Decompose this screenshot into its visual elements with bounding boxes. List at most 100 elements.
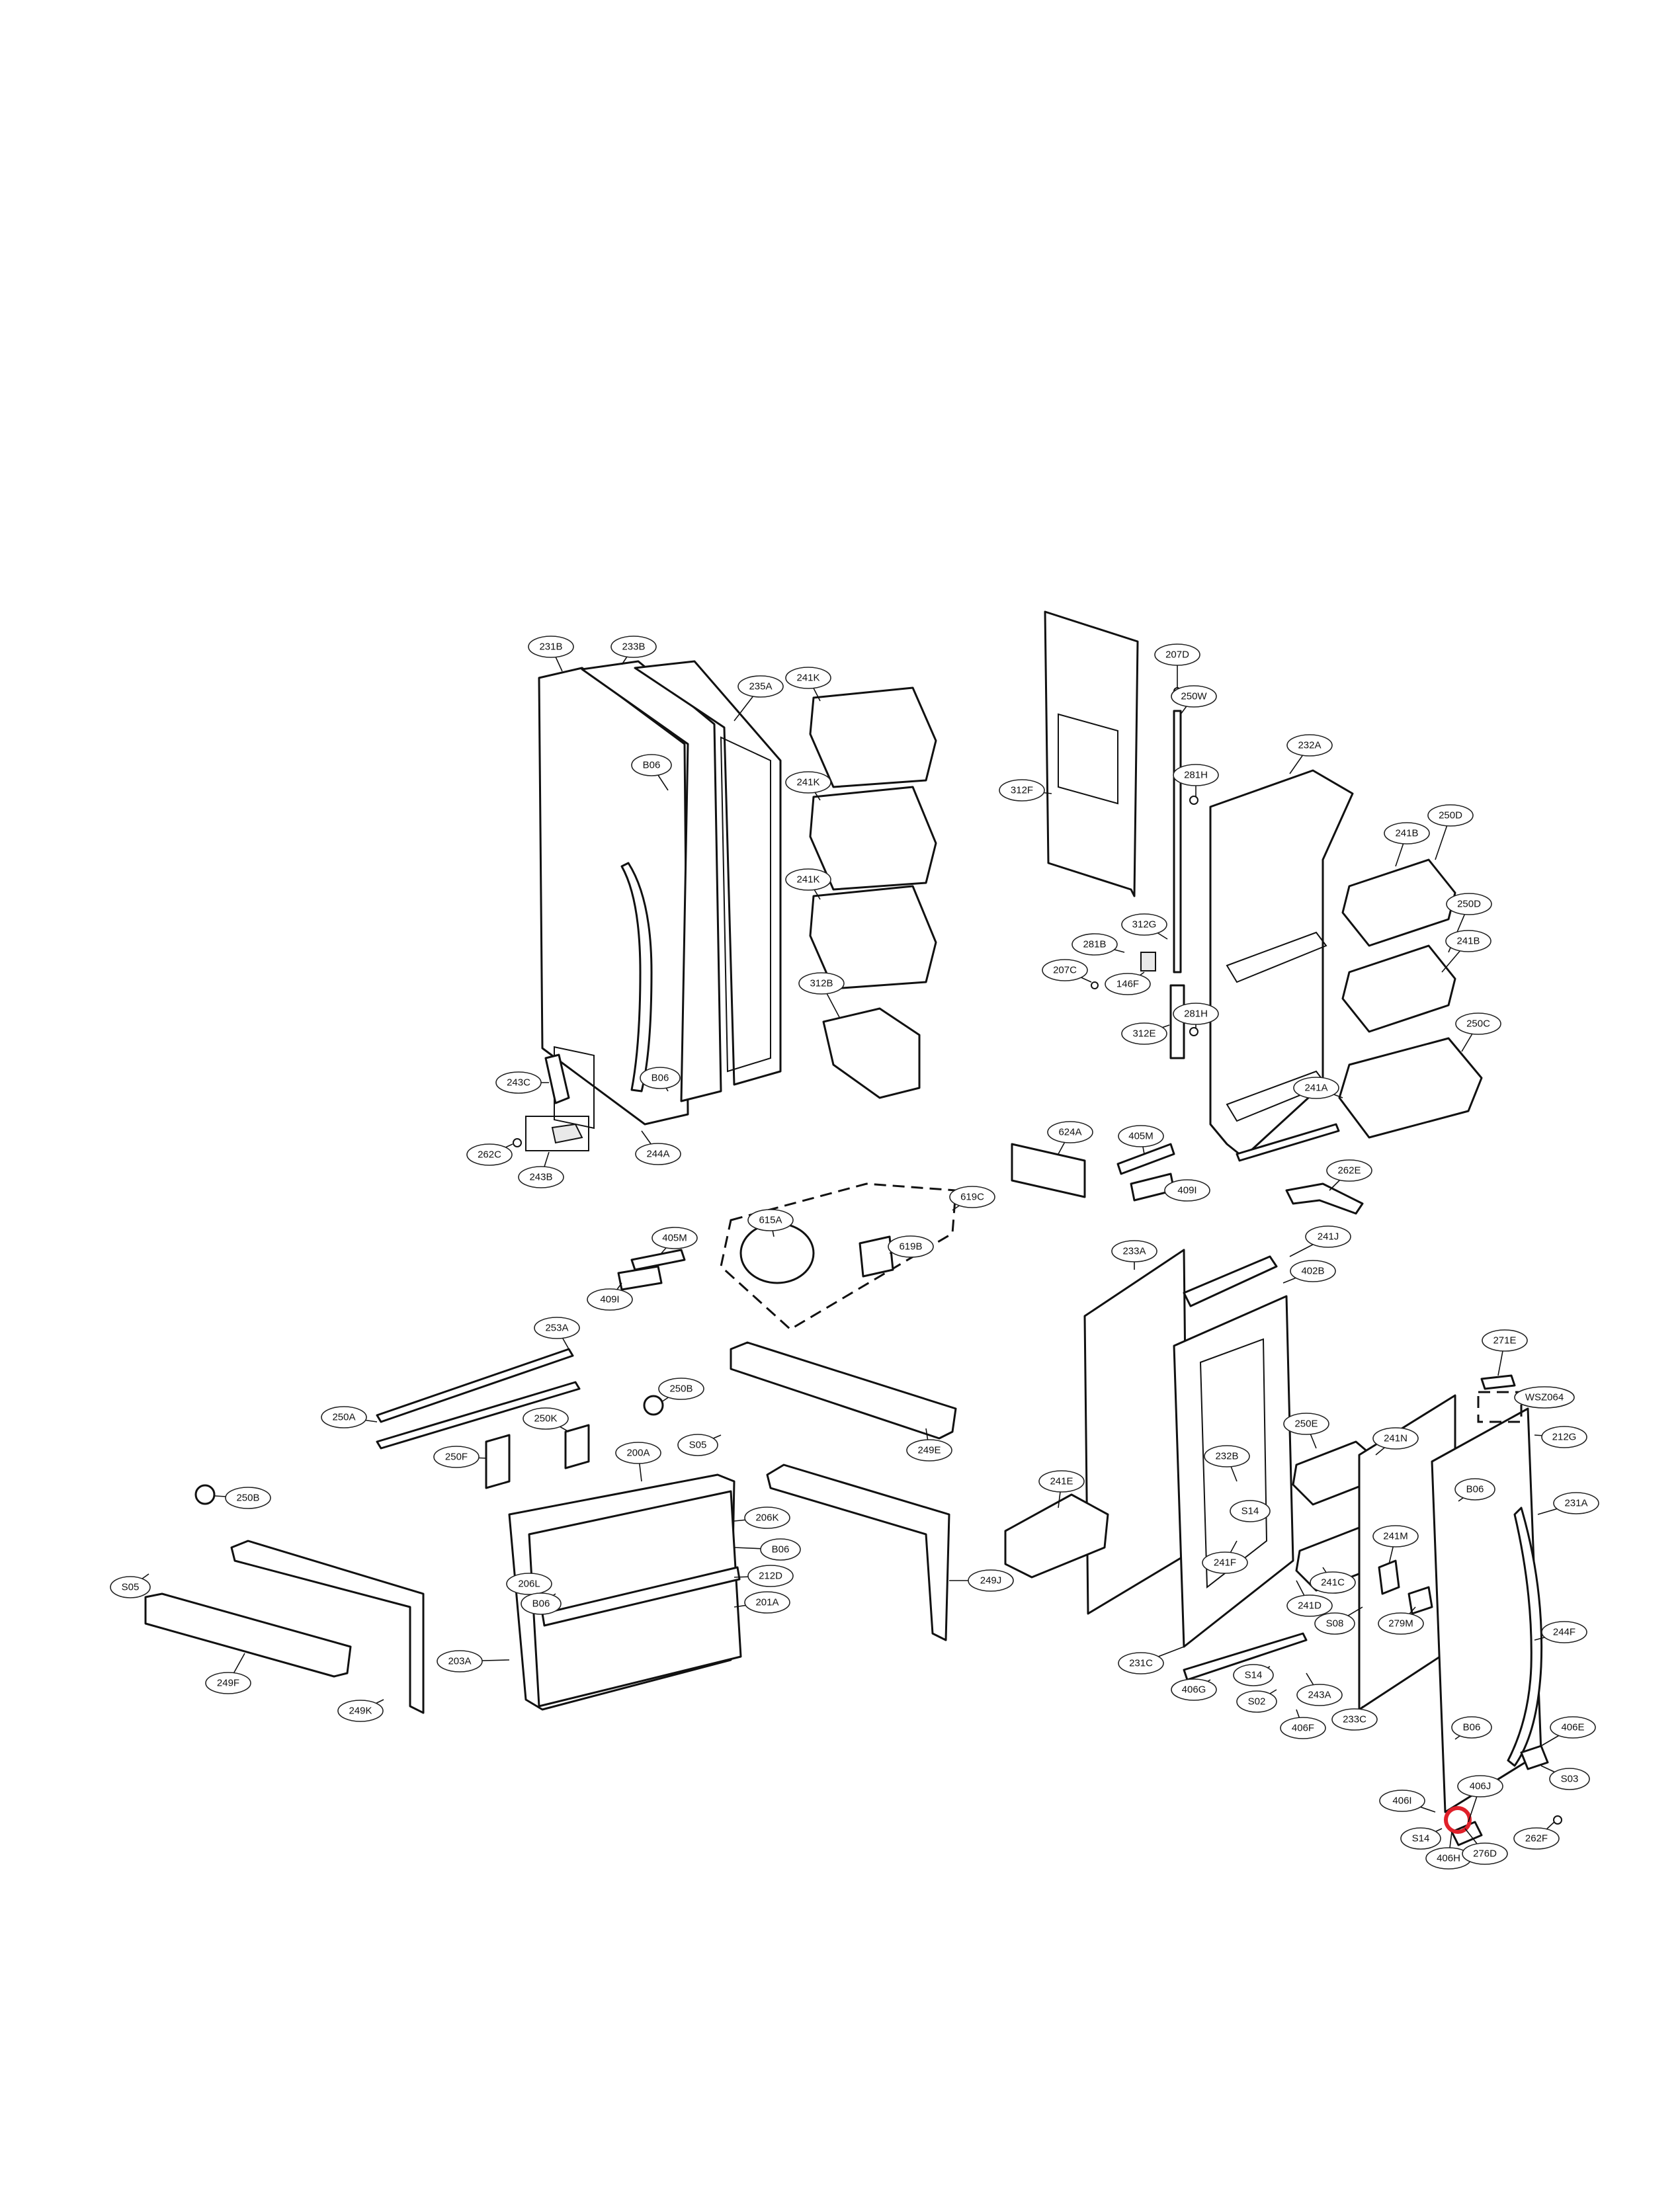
callout-s14: S14 <box>1230 1500 1271 1522</box>
callout-312b: 312B <box>798 972 845 1019</box>
callout-232a: 232A <box>1286 734 1333 774</box>
callout-text: 241F <box>1214 1557 1236 1569</box>
callout-text: B06 <box>772 1544 790 1555</box>
callout-281h: 281H <box>1173 764 1219 797</box>
callout-oval <box>1293 1077 1339 1099</box>
callout-231a: 231A <box>1537 1492 1599 1515</box>
callout-oval <box>760 1538 801 1561</box>
callout-233c: 233C <box>1331 1706 1378 1731</box>
callout-oval <box>1173 764 1219 786</box>
bin-241K-1 <box>809 686 937 788</box>
callout-241b: 241B <box>1384 822 1430 867</box>
callout-text: 232A <box>1298 740 1321 751</box>
callout-250k: 250K <box>523 1407 569 1432</box>
callout-oval <box>1455 1012 1501 1035</box>
callout-text: 249E <box>917 1445 941 1456</box>
callout-text: 241J <box>1318 1231 1339 1243</box>
callout-oval <box>1173 1003 1219 1025</box>
callout-oval <box>1164 1179 1210 1202</box>
callout-oval <box>635 1143 681 1165</box>
callout-s14: S14 <box>1400 1827 1443 1850</box>
callout-oval <box>798 972 845 995</box>
gear-250B <box>643 1395 664 1416</box>
callout-312e: 312E <box>1121 1022 1170 1045</box>
callout-text: 243A <box>1308 1690 1331 1701</box>
callout-276d: 276D <box>1462 1828 1508 1865</box>
callout-oval <box>521 1592 562 1615</box>
callout-oval <box>1541 1621 1587 1643</box>
callout-oval <box>534 1317 580 1339</box>
callout-281h: 281H <box>1173 1003 1219 1028</box>
callout-oval <box>1310 1571 1356 1594</box>
door-liner-235A <box>634 660 782 1086</box>
callout-oval <box>528 636 574 658</box>
callout-text: 262E <box>1337 1165 1361 1176</box>
callout-text: S14 <box>1245 1670 1263 1681</box>
callout-241k: 241K <box>785 771 831 801</box>
callout-s03: S03 <box>1540 1765 1590 1790</box>
callout-text: 235A <box>749 681 772 692</box>
clip-409I-2 <box>617 1265 663 1291</box>
callout-text: 233A <box>1122 1246 1146 1257</box>
callout-281b: 281B <box>1071 933 1125 956</box>
callout-text: 250C <box>1466 1018 1490 1030</box>
callout-oval <box>1305 1225 1351 1248</box>
callout-oval <box>1118 1652 1164 1674</box>
callout-text: 244A <box>646 1149 669 1160</box>
callout-oval <box>1451 1716 1492 1739</box>
callout-text: WSZ064 <box>1525 1392 1564 1403</box>
bracket-312E <box>1169 984 1185 1059</box>
callout-oval <box>1514 1386 1575 1409</box>
freezer-drawer-assembly <box>144 1341 957 1714</box>
callout-text: S14 <box>1241 1506 1259 1517</box>
callout-241c: 241C <box>1310 1567 1356 1594</box>
callout-b06: B06 <box>640 1067 681 1092</box>
callout-text: 312F <box>1011 785 1033 796</box>
callout-oval <box>1171 1678 1217 1701</box>
callout-text: 279M <box>1388 1618 1413 1630</box>
handle-212D <box>541 1566 741 1627</box>
callout-262f: 262F <box>1513 1821 1560 1850</box>
callout-text: 624A <box>1058 1127 1081 1138</box>
rail-249E <box>730 1341 957 1440</box>
callout-text: 250D <box>1457 899 1481 910</box>
callout-oval <box>1454 1478 1495 1501</box>
filter-group-619C <box>720 1182 957 1331</box>
callout-212g: 212G <box>1534 1426 1587 1448</box>
callout-b06: B06 <box>734 1538 801 1561</box>
callout-oval <box>523 1407 569 1430</box>
callout-406j: 406J <box>1457 1775 1503 1823</box>
callout-oval <box>999 779 1045 802</box>
callout-249k: 249K <box>337 1699 384 1722</box>
gear-250B-2 <box>194 1484 216 1505</box>
dashed-box-WSZ064 <box>1477 1391 1523 1423</box>
callout-207c: 207C <box>1042 959 1092 983</box>
callout-406f: 406F <box>1280 1709 1326 1739</box>
filter-615A <box>739 1222 815 1284</box>
callout-409i: 409I <box>1164 1179 1210 1202</box>
callout-text: 146F <box>1116 979 1139 990</box>
callout-243b: 243B <box>518 1151 564 1188</box>
ice-cover-312F <box>1044 610 1139 897</box>
callout-text: 250E <box>1294 1419 1318 1430</box>
callout-text: S02 <box>1248 1696 1266 1708</box>
callout-250w: 250W <box>1171 685 1217 715</box>
callout-oval <box>1446 893 1492 915</box>
callout-250c: 250C <box>1455 1012 1501 1052</box>
callout-oval <box>949 1186 995 1208</box>
callout-oval <box>1457 1775 1503 1797</box>
callout-oval <box>1314 1612 1355 1635</box>
callout-text: 250W <box>1181 691 1207 702</box>
callout-text: 241K <box>796 673 819 684</box>
callout-text: 249K <box>349 1706 372 1717</box>
callout-212d: 212D <box>734 1565 794 1587</box>
callout-text: 406H <box>1437 1853 1460 1864</box>
callout-text: 405M <box>1128 1131 1154 1142</box>
callout-232b: 232B <box>1204 1445 1250 1482</box>
callout-oval <box>1326 1159 1372 1182</box>
callout-oval <box>785 667 831 689</box>
callout-206l: 206L <box>506 1573 552 1595</box>
callout-250f: 250F <box>433 1446 487 1468</box>
callout-oval <box>225 1487 271 1509</box>
